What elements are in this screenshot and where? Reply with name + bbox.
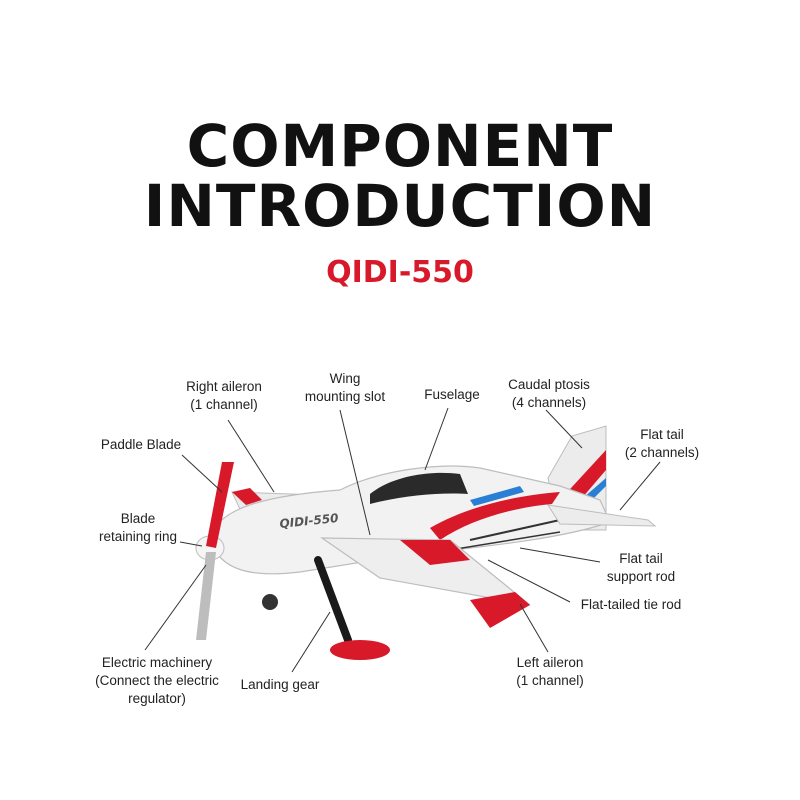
leader-lines [144,407,661,673]
label-fuselage: Fuselage [424,387,480,402]
label-paddle-blade: Paddle Blade [100,437,182,452]
tail-support-rod [469,519,561,541]
landing-gear-strut [314,556,352,644]
fuselage-red-stripe [430,492,560,540]
label-right-aileron: Right aileron(1 channel) [186,379,262,412]
label-landing-gear: Landing gear [240,677,320,692]
tie-rod [449,531,561,551]
model-name: QIDI-550 [326,255,474,290]
title-line-2: INTRODUCTION [143,172,657,240]
fuselage-blue-stripe [470,486,524,506]
label-left-aileron: Left aileron(1 channel) [516,655,584,688]
left-wing-red-pattern [400,540,470,565]
airplane-illustration: QIDI-550 [195,425,657,660]
horizontal-tail [546,504,657,527]
left-wing-tip [470,592,530,628]
lower-propeller-blade [196,552,216,640]
label-flat-tail: Flat tail(2 channels) [624,427,700,460]
right-wing-tip [232,488,262,505]
title-line-1: COMPONENT [186,112,614,180]
canopy [370,472,468,504]
fuselage-text: QIDI-550 [279,511,339,531]
label-flat-tailed-tie-rod: Flat-tailed tie rod [580,597,682,612]
wheel [262,594,278,610]
landing-gear-fairing [330,640,390,660]
label-caudal-ptosis: Caudal ptosis(4 channels) [508,377,590,410]
upper-propeller-blade [206,462,234,548]
